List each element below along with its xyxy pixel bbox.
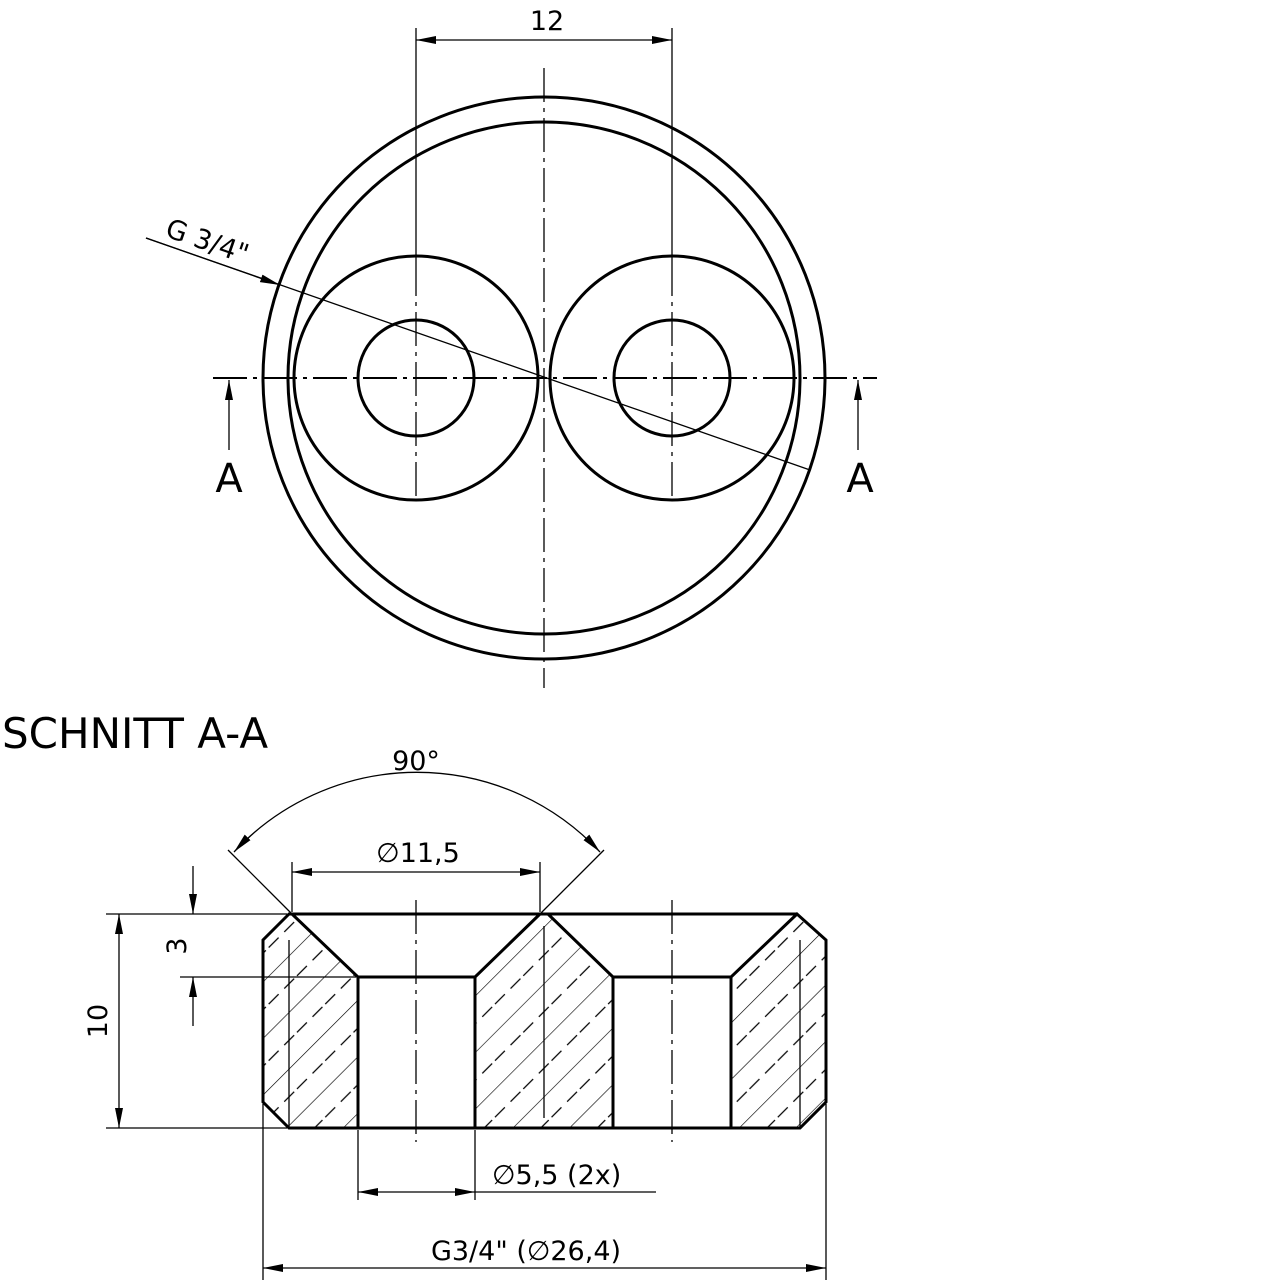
top-view: A A 12 G 3/4" xyxy=(145,6,877,688)
countersink-depth-label: 3 xyxy=(162,937,193,954)
angle-arc xyxy=(233,771,601,853)
hatched-region-right xyxy=(729,911,828,1130)
outer-diameter-label: G3/4" (∅26,4) xyxy=(431,1236,621,1267)
angle-extension xyxy=(227,849,293,915)
hole-diameter-label: ∅5,5 (2x) xyxy=(492,1160,621,1191)
angle-label: 90° xyxy=(392,746,440,777)
dimension-spacing-label: 12 xyxy=(530,6,564,37)
height-label: 10 xyxy=(83,1004,114,1038)
angle-extension xyxy=(539,849,605,915)
section-mark-right: A xyxy=(846,456,874,502)
section-title: SCHNITT A-A xyxy=(2,709,268,758)
thread-leader-arrow xyxy=(145,237,281,286)
section-view: 90° ∅11,5 3 10 ∅5,5 (2x) G3/4" (∅26,4) xyxy=(83,746,828,1280)
hatched-region-left xyxy=(261,912,360,1130)
section-mark-left: A xyxy=(215,456,243,502)
thread-label: G 3/4" xyxy=(162,213,253,270)
countersink-diameter-label: ∅11,5 xyxy=(376,838,460,869)
